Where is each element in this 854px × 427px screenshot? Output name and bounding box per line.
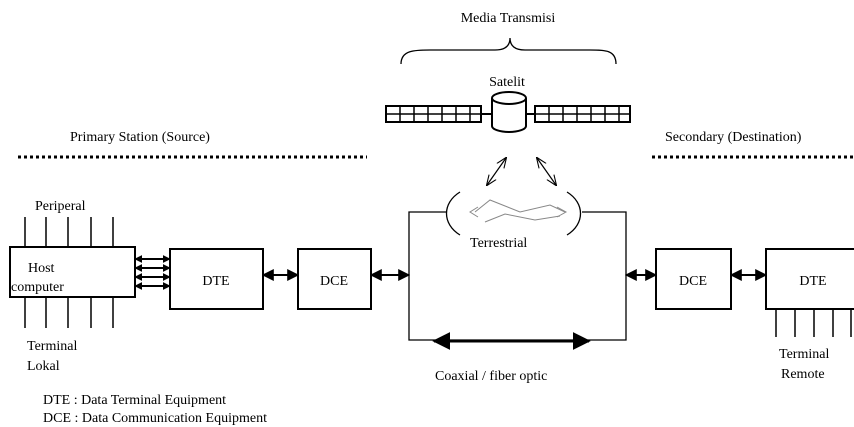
downlink-arrow xyxy=(537,158,556,185)
dce-left-label: DCE xyxy=(320,274,348,289)
legend-dte: DTE : Data Terminal Equipment xyxy=(43,393,226,408)
terminal-remote-label-line2: Remote xyxy=(781,367,825,382)
host-dte-arrows xyxy=(134,255,171,290)
host-computer-label-line1: Host xyxy=(28,261,55,276)
dce-right-label: DCE xyxy=(679,274,707,289)
dte-left-label: DTE xyxy=(202,274,229,289)
terminal-remote-label-line1: Terminal xyxy=(779,347,829,362)
terrestrial-left-bracket xyxy=(445,191,461,236)
primary-station-label: Primary Station (Source) xyxy=(70,130,210,145)
terminal-lokal-label-line2: Lokal xyxy=(27,359,60,374)
host-computer-label-line2: computer xyxy=(11,280,64,295)
legend-dce: DCE : Data Communication Equipment xyxy=(43,411,267,426)
satelit-label: Satelit xyxy=(489,75,525,90)
terminal-lokal-label-line1: Terminal xyxy=(27,339,77,354)
satellite-icon xyxy=(385,91,631,133)
terrestrial-wave-arrows xyxy=(469,199,568,223)
dte-right-box xyxy=(765,248,854,310)
terrestrial-label: Terrestrial xyxy=(470,236,527,251)
terminal-remote-lines xyxy=(775,309,852,337)
media-transmisi-label: Media Transmisi xyxy=(461,11,556,26)
dce-left-box xyxy=(297,248,372,310)
transmission-loop xyxy=(408,211,627,341)
coaxial-label-line1: Coaxial / fiber optic xyxy=(435,369,547,384)
terminal-lokal-lines xyxy=(24,297,114,328)
coaxial-label-line2: Transmisi xyxy=(435,388,491,403)
host-computer-box xyxy=(9,246,136,298)
terrestrial-right-bracket xyxy=(566,191,582,236)
media-transmisi-brace xyxy=(400,37,617,65)
secondary-station-label: Secondary (Destination) xyxy=(665,130,802,145)
uplink-arrow xyxy=(487,158,506,185)
dte-right-label: DTE xyxy=(799,274,826,289)
peripheral-lines xyxy=(24,217,114,247)
periperal-label: Periperal xyxy=(35,199,86,214)
